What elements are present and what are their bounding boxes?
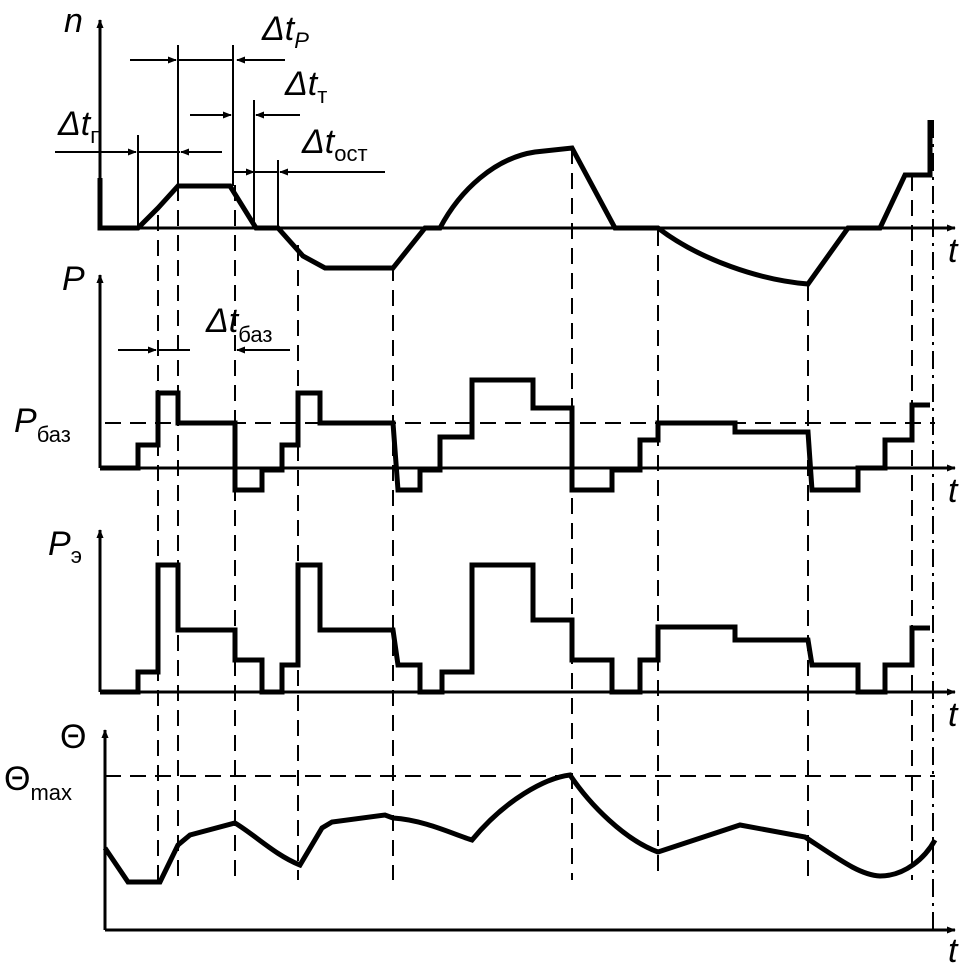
dt-t-label: Δtт <box>284 65 327 108</box>
theta-label: Θ <box>60 718 86 756</box>
panel-electric-power <box>96 529 956 696</box>
dt-n-label: Δtп <box>57 105 102 148</box>
p-label: P <box>62 260 85 298</box>
speed-curve <box>97 120 933 287</box>
pe-label: Pэ <box>48 525 82 568</box>
panel-speed <box>96 19 956 287</box>
dt-baz-label: Δtбаз <box>205 302 272 347</box>
t-label-2: t <box>948 472 959 510</box>
t-label-3: t <box>948 696 959 734</box>
panel-temperature <box>101 729 956 934</box>
vertical-guide-lines <box>157 120 934 930</box>
dt-p-label: ΔtP <box>261 10 309 53</box>
t-label-1: t <box>948 232 959 270</box>
p-baz-label: Pбаз <box>14 402 71 447</box>
dt-ost-label: Δtост <box>301 123 368 166</box>
temperature-curve <box>102 772 938 885</box>
electric-power-curve <box>100 562 930 695</box>
theta-max-label: Θmax <box>4 760 72 805</box>
n-label: n <box>64 2 83 40</box>
power-curve <box>100 377 930 493</box>
dimension-arrows <box>55 45 385 354</box>
panel-power <box>96 274 956 493</box>
t-label-4: t <box>948 932 959 970</box>
